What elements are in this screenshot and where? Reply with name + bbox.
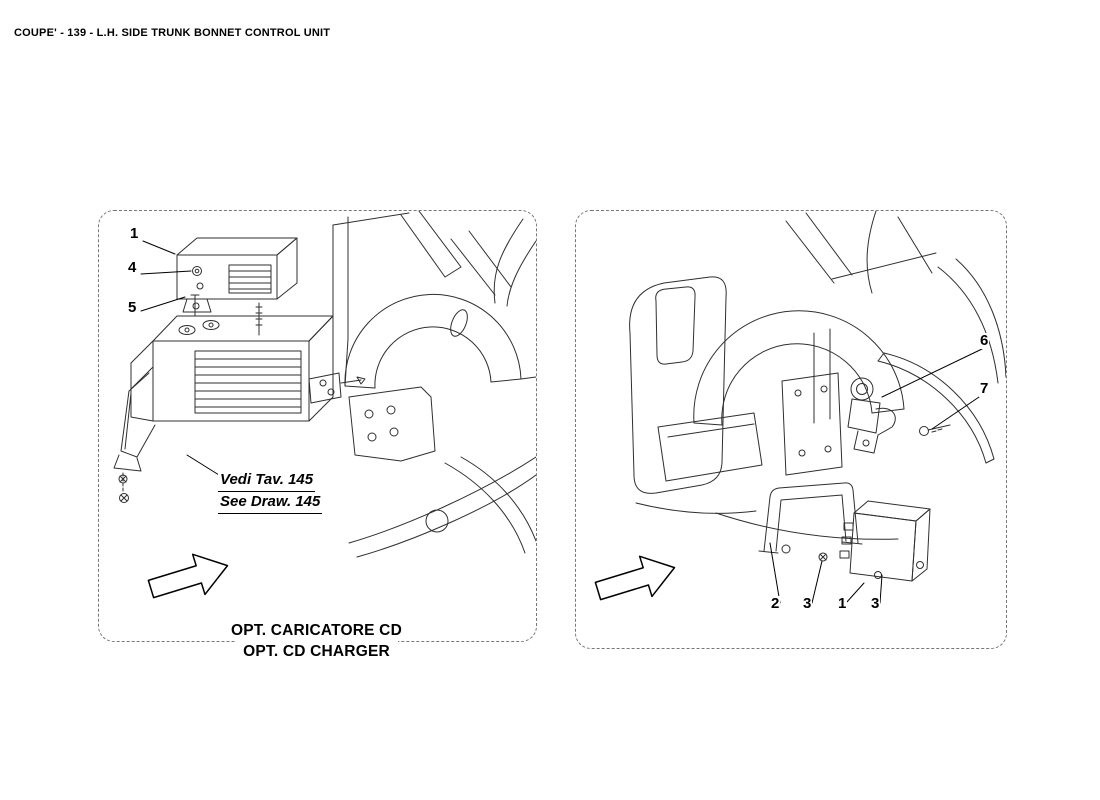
callout-2: 2 — [770, 595, 781, 612]
right-diagram-panel — [575, 210, 1007, 649]
direction-arrow-right — [594, 555, 676, 601]
callout-4: 4 — [127, 259, 138, 276]
reference-note: Vedi Tav. 145 See Draw. 145 — [218, 470, 323, 514]
callout-leaders — [140, 240, 220, 476]
page-title: COUPE' - 139 - L.H. SIDE TRUNK BONNET CO… — [14, 27, 331, 39]
cd-changer-unit — [176, 237, 298, 336]
direction-arrow — [147, 553, 229, 599]
panel-caption: OPT. CARICATORE CD OPT. CD CHARGER — [98, 620, 535, 662]
caption-italian: OPT. CARICATORE CD — [223, 620, 410, 641]
right-diagram-art — [594, 211, 1006, 604]
bonnet-lock — [847, 377, 896, 454]
caption-english: OPT. CD CHARGER — [235, 641, 398, 662]
callout-1-right: 1 — [837, 595, 848, 612]
reference-line-italian: Vedi Tav. 145 — [218, 470, 316, 492]
callout-6: 6 — [979, 332, 990, 349]
latch-bracket-panel — [781, 372, 843, 476]
car-body-structure — [332, 211, 536, 558]
callout-7: 7 — [979, 380, 990, 397]
support-bracket — [113, 372, 156, 503]
left-diagram-panel — [98, 210, 537, 642]
callout-5: 5 — [127, 299, 138, 316]
mounting-cage — [130, 294, 366, 422]
callout-3b: 3 — [870, 595, 881, 612]
callout-1: 1 — [129, 225, 140, 242]
callout-leaders-right — [769, 348, 983, 604]
callout-3a: 3 — [802, 595, 813, 612]
reference-line-english: See Draw. 145 — [218, 492, 323, 514]
u-bracket — [758, 482, 863, 562]
left-diagram-art — [113, 211, 536, 599]
control-unit — [839, 500, 931, 582]
seal-strip — [877, 352, 995, 464]
car-body-structure-right — [629, 211, 1006, 540]
